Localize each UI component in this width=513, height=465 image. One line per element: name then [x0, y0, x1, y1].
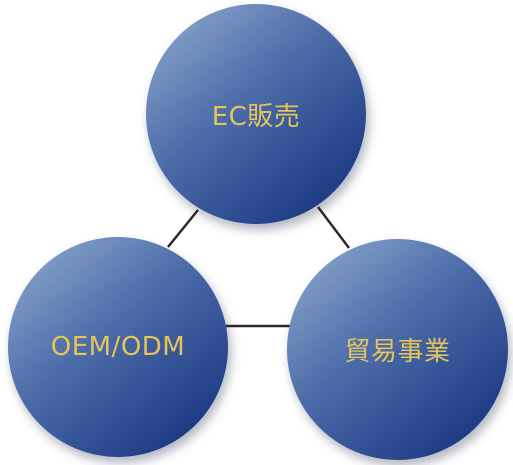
connector-top-left: [167, 209, 199, 248]
node-ec-sales: EC販売: [146, 4, 366, 224]
connector-top-right: [317, 206, 350, 249]
node-oem-odm: OEM/ODM: [8, 237, 228, 457]
node-oem-odm-label: OEM/ODM: [50, 332, 186, 362]
node-ec-sales-label: EC販売: [211, 101, 301, 132]
node-trade-business: 貿易事業: [287, 239, 508, 460]
node-trade-business-label: 貿易事業: [344, 337, 451, 367]
